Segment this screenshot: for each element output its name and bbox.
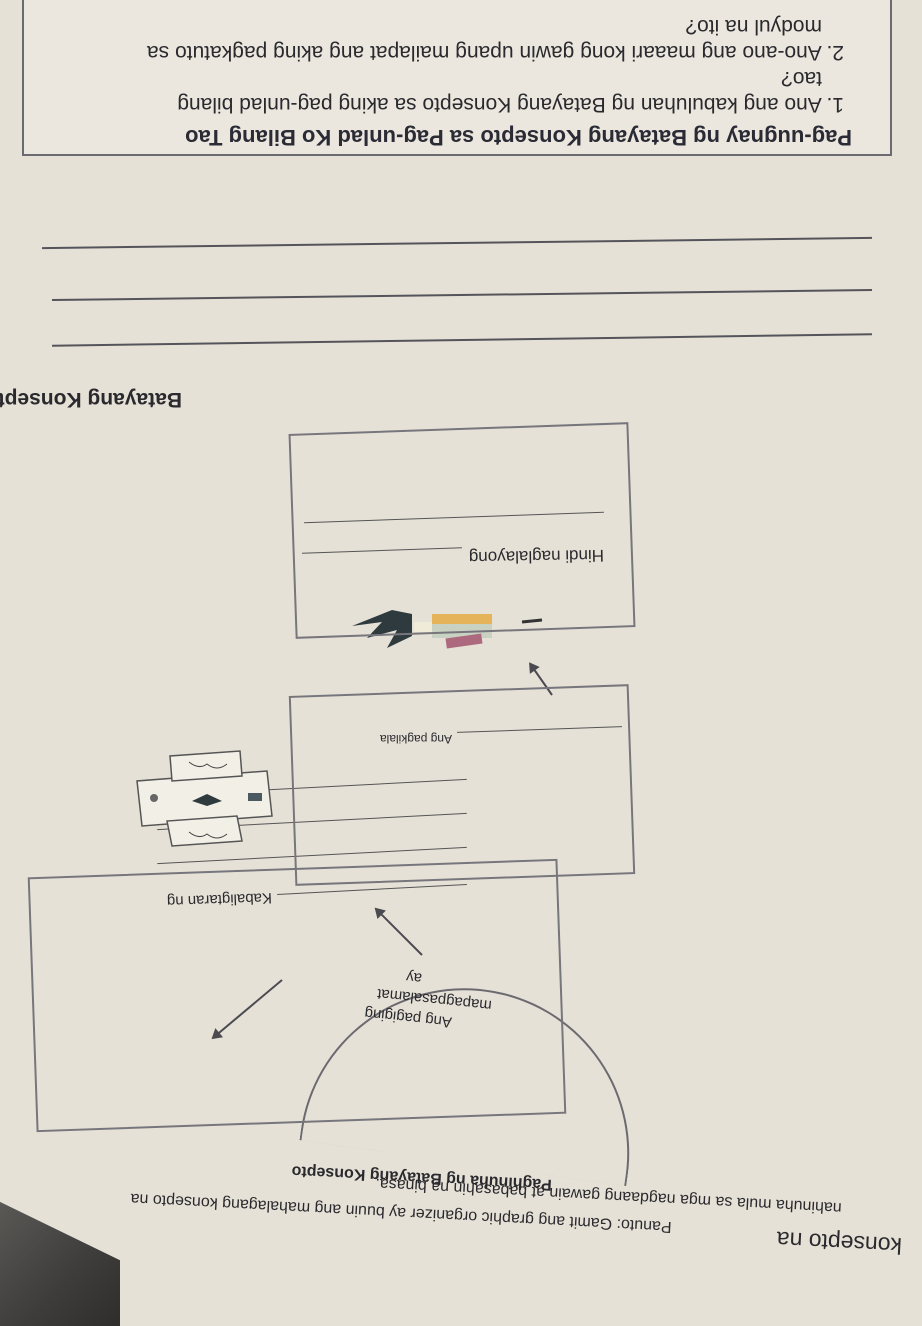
batayang-konsepto-label: Batayang Konsepto:: [0, 388, 182, 411]
box-kabaligtaran: [27, 858, 567, 1133]
question-2: 2. Ano-ano ang maaari kong gawin upang m…: [147, 41, 844, 64]
hindi-label: Hindi naglalayong: [468, 545, 605, 568]
pagkilala-card-illustration: [136, 750, 273, 847]
box-pagkilala: [288, 684, 636, 886]
question-1-cont: tao?: [781, 67, 822, 90]
pagkilala-label: Ang pagkilala: [379, 732, 452, 746]
question-2-cont: modyul na ito?: [685, 15, 822, 38]
batayang-konsepto-answer-line[interactable]: [52, 288, 872, 302]
box-hindi-naglalayong: [288, 422, 636, 639]
hands-gift-illustration: [352, 610, 543, 649]
batayang-konsepto-answer-line[interactable]: [52, 333, 872, 347]
batayang-konsepto-answer-line[interactable]: [42, 236, 872, 250]
pag-uugnay-title: Pag-uugnay ng Batayang Konsepto sa Pag-u…: [185, 125, 852, 150]
question-1: 1. Ano ang kabuluhan ng Batayang Konsept…: [177, 93, 844, 116]
header-konsepto: konsepto na: [776, 1226, 903, 1260]
